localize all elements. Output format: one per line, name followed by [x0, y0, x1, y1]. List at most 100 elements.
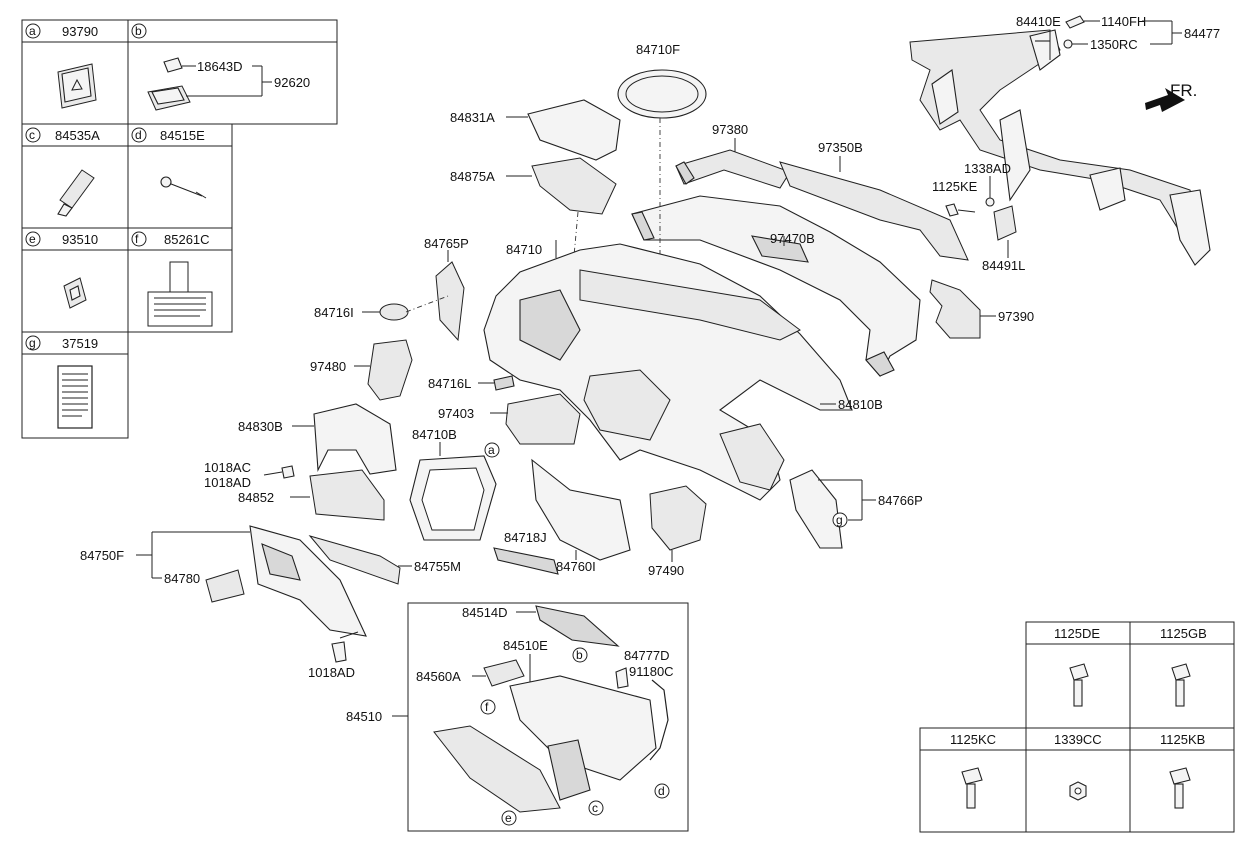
legend-letter-g: g	[29, 336, 36, 350]
bolt-1125KB-icon	[1169, 767, 1191, 809]
ref-e: e	[505, 811, 512, 825]
label-84710: 84710	[506, 242, 542, 257]
bolt-1125GB-icon	[1171, 663, 1191, 707]
label-84510: 84510	[346, 709, 382, 724]
label-84780: 84780	[164, 571, 200, 586]
vent-center	[505, 393, 581, 445]
legend-code-e: 93510	[62, 232, 98, 247]
label-84560A: 84560A	[416, 669, 461, 684]
label-91180C: 91180C	[629, 664, 674, 679]
label-1018AC: 1018AC	[204, 460, 251, 475]
hazard-switch-icon	[57, 63, 97, 109]
cluster-hood	[313, 403, 397, 475]
label-84777D: 84777D	[624, 648, 670, 663]
legend-cell-f	[127, 227, 233, 333]
ref-g: g	[836, 513, 843, 527]
label-97350B: 97350B	[818, 140, 863, 155]
ref-b: b	[576, 648, 583, 662]
booklet-icon	[57, 365, 93, 429]
damper-84560A	[483, 659, 525, 687]
stopper-pad-icon	[57, 169, 95, 217]
label-97480: 97480	[310, 359, 346, 374]
crash-pad-main: 84710 84810B 84716L	[428, 240, 883, 501]
bracket-84755M	[308, 535, 401, 585]
cover-84780	[205, 569, 245, 603]
label-84510E: 84510E	[503, 638, 548, 653]
legend-letter-e: e	[29, 232, 36, 246]
label-84716I: 84716I	[314, 305, 354, 320]
legend-letter-d: d	[135, 128, 142, 142]
fastener-1125DE-label: 1125DE	[1054, 626, 1100, 641]
label-84710F: 84710F	[636, 42, 680, 57]
label-84831A: 84831A	[450, 110, 495, 125]
legend-letter-f: f	[135, 232, 139, 246]
vents-cluster: 97480 97403 84830B 84710B 84852 1018AC 1…	[204, 339, 581, 541]
fastener-1125KC-label: 1125KC	[950, 732, 996, 747]
nut-1339CC-icon	[1069, 781, 1087, 801]
label-84718J: 84718J	[504, 530, 547, 545]
label-84830B: 84830B	[238, 419, 283, 434]
bracket-84718J	[493, 547, 559, 575]
lower-panels: 84750F 84780 84755M 1018AD 84718J 84760I…	[80, 458, 923, 680]
fastener-1125KB-label: 1125KB	[1160, 732, 1205, 747]
label-84755M: 84755M	[414, 559, 461, 574]
glovebox-group: 84510 84514D 84510E 84560A b 84777D 9118…	[346, 602, 689, 832]
label-84750F: 84750F	[80, 548, 124, 563]
label-97470B: 97470B	[770, 231, 815, 246]
label-84875A: 84875A	[450, 169, 495, 184]
ref-d: d	[658, 784, 665, 798]
label-84766P: 84766P	[878, 493, 923, 508]
label-84716L: 84716L	[428, 376, 471, 391]
fastener-1339CC-label: 1339CC	[1054, 732, 1102, 747]
glovebox-door	[433, 725, 561, 813]
vent-right	[649, 485, 707, 551]
upper-cover-lid	[527, 99, 621, 161]
upper-tray	[531, 157, 617, 215]
bolt-1125KC-icon	[961, 767, 983, 809]
label-1018AD-top: 1018AD	[204, 475, 251, 490]
label-84410E: 84410E	[1016, 14, 1061, 29]
ref-f: f	[485, 700, 489, 714]
ref-a: a	[488, 443, 495, 457]
legend-letter-a: a	[29, 24, 36, 38]
striker-84514D	[535, 605, 620, 647]
label-97380: 97380	[712, 122, 748, 137]
legend-letter-b: b	[135, 24, 142, 38]
glovebox-housing	[509, 675, 657, 781]
label-84810B: 84810B	[838, 397, 883, 412]
label-1350RC: 1350RC	[1090, 37, 1138, 52]
ref-c: c	[592, 801, 598, 815]
legend-cell-g	[21, 331, 129, 439]
label-84491L: 84491L	[982, 258, 1025, 273]
label-97390: 97390	[998, 309, 1034, 324]
label-1338AD: 1338AD	[964, 161, 1011, 176]
caution-label-icon	[147, 261, 213, 327]
legend-code-d: 84515E	[160, 128, 205, 143]
fastener-table: 1125DE 1125GB 1125KC 1339CC 1125KB	[919, 621, 1235, 833]
pin-icon	[160, 176, 207, 199]
side-panel-left	[435, 261, 465, 342]
vent-left	[367, 339, 413, 401]
label-1140FH: 1140FH	[1101, 14, 1146, 29]
cowl-cross-bar: FR.	[909, 29, 1211, 266]
label-1125KE: 1125KE	[932, 179, 978, 194]
lower-cover-84852	[309, 469, 385, 521]
legend-letter-c: c	[29, 128, 35, 142]
label-84514D: 84514D	[462, 605, 508, 620]
lower-panel-84750F	[249, 525, 367, 637]
legend-grid: a 93790 b c 84535A d 84515E e 93510 f 85…	[21, 19, 338, 439]
panel-84760I	[531, 458, 631, 561]
legend-code-g: 37519	[62, 336, 98, 351]
bolt-1125DE-icon	[1069, 663, 1089, 707]
switch-icon	[63, 277, 87, 309]
label-84765P: 84765P	[424, 236, 469, 251]
label-84760I: 84760I	[556, 559, 596, 574]
legend-b-sub-92620: 92620	[274, 75, 310, 90]
side-panel-right	[789, 469, 843, 549]
legend-code-f: 85261C	[164, 232, 210, 247]
label-1018AD-bottom: 1018AD	[308, 665, 355, 680]
label-84710B: 84710B	[412, 427, 457, 442]
glovebox-lamp-icon: 18643D 92620	[147, 57, 310, 111]
legend-code-a: 93790	[62, 24, 98, 39]
circle-refs-main: a g	[484, 442, 848, 528]
